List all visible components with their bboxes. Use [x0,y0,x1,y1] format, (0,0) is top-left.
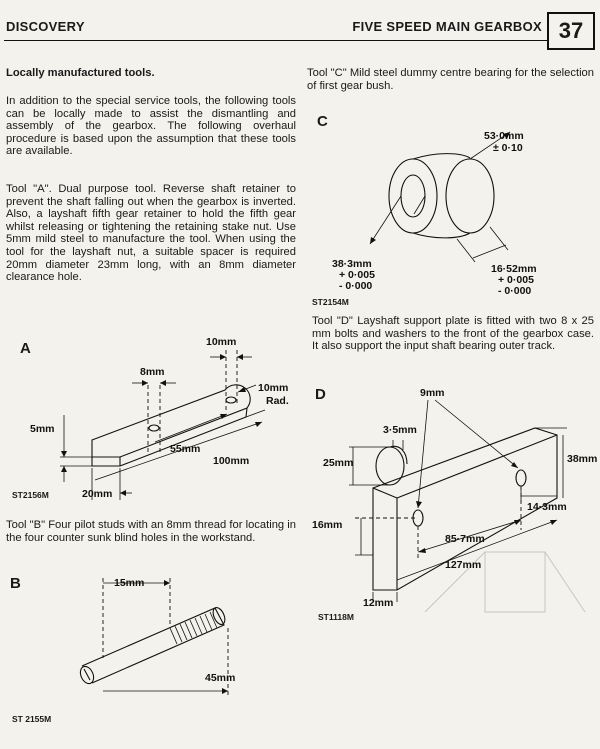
tool-d-paragraph: Tool "D" Layshaft support plate is fitte… [312,315,594,353]
dim-d-85-7mm: 85·7mm [445,533,485,545]
dim-d-38mm: 38mm [567,453,597,465]
hole-a-small [148,424,160,432]
dim-d-9mm: 9mm [420,387,445,399]
figure-b-drawing: 15mm 45mm [79,577,235,698]
dim-d-12mm: 12mm [363,597,393,609]
header-rule [4,40,548,41]
tool-c-paragraph: Tool "C" Mild steel dummy centre bearing… [307,67,594,92]
figure-d-letter: D [315,386,326,403]
figure-c-letter: C [317,113,328,130]
dim-a-100mm: 100mm [213,455,249,467]
dim-a-10mm: 10mm [206,336,236,348]
tool-a-paragraph: Tool "A". Dual purpose tool. Reverse sha… [6,183,296,284]
dim-d-25mm: 25mm [323,457,353,469]
dim-a-radius-label: Rad. [266,395,289,407]
background-workstand [424,551,586,613]
dim-b-45mm: 45mm [205,672,235,684]
dim-c-od: 53·0mm [484,130,524,142]
figure-a-caption: ST2156M [12,490,49,500]
bar-top-face [91,384,251,458]
figure-a-letter: A [20,340,31,357]
figure-d-caption: ST1118M [318,612,354,622]
dim-a-radius-value: 10mm [258,382,288,394]
dim-d-3-5mm: 3·5mm [383,424,417,436]
header-left-title: DISCOVERY [6,19,85,34]
dim-b-15mm: 15mm [114,577,144,589]
dim-d-16mm: 16mm [312,519,342,531]
figure-b-letter: B [10,575,21,592]
hole-a-end [225,396,237,404]
page-number: 37 [547,12,595,50]
figure-c-drawing: 53·0mm ± 0·10 38·3mm + 0·005 - 0·000 16·… [332,130,537,297]
figure-a-drawing: 10mm 8mm 10mm Rad. 5mm 55mm 100mm 20mm [30,336,289,500]
boss-cylinder [375,446,405,486]
dim-d-127mm: 127mm [445,559,481,571]
figure-b-caption: ST 2155M [12,714,52,724]
dim-c-od-tolerance: ± 0·10 [493,142,523,154]
bearing-ring [388,153,495,239]
page-header: DISCOVERY FIVE SPEED MAIN GEARBOX 37 [0,8,600,50]
dim-c-id: 38·3mm [332,258,372,270]
dim-c-id-tol-minus: - 0·000 [339,280,372,292]
figure-c-caption: ST2154M [312,297,349,307]
section-heading: Locally manufactured tools. [6,67,155,79]
header-right-title: FIVE SPEED MAIN GEARBOX [352,19,542,34]
intro-paragraph: In addition to the special service tools… [6,95,296,158]
dim-d-14-3mm: 14·3mm [527,501,567,513]
bolt-hole-right [515,469,527,487]
dim-c-length-tol-minus: - 0·000 [498,285,531,297]
dim-c-id-tol-plus: + 0·005 [339,269,375,281]
dim-c-length-tol-plus: + 0·005 [498,274,534,286]
dim-c-length: 16·52mm [491,263,537,275]
dim-a-8mm: 8mm [140,366,165,378]
dim-a-20mm: 20mm [82,488,112,500]
figure-d-drawing: 9mm 3·5mm 25mm 38mm 14·3mm 16mm 85·7mm 1… [312,387,597,613]
pilot-stud [79,606,226,685]
tool-b-paragraph: Tool "B" Four pilot studs with an 8mm th… [6,519,296,544]
dim-a-5mm: 5mm [30,423,55,435]
